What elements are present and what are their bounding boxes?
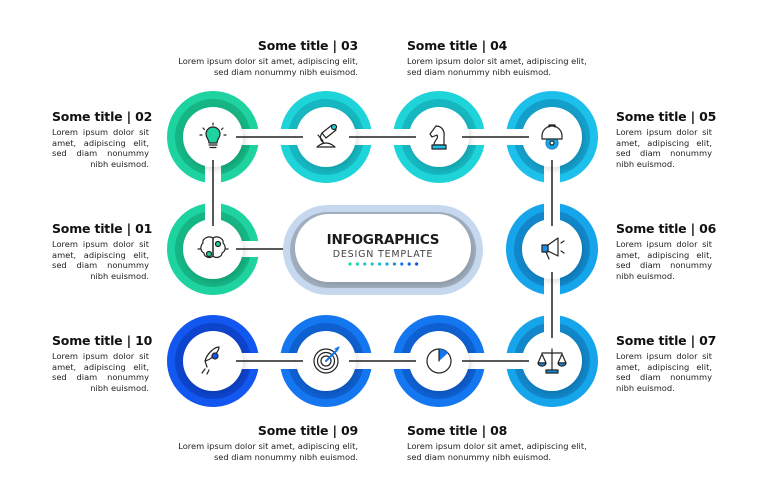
rocket-icon	[201, 346, 220, 375]
step-description: Lorem ipsum dolor sit amet, adipiscing e…	[407, 56, 607, 77]
step-03-text: Some title | 03 Lorem ipsum dolor sit am…	[160, 38, 358, 77]
step-description: Lorem ipsum dolor sit amet, adipiscing e…	[52, 239, 149, 281]
step-description: Lorem ipsum dolor sit amet, adipiscing e…	[52, 351, 149, 393]
step-04-text: Some title | 04 Lorem ipsum dolor sit am…	[407, 38, 607, 77]
step-description: Lorem ipsum dolor sit amet, adipiscing e…	[52, 127, 149, 169]
step-description: Lorem ipsum dolor sit amet, adipiscing e…	[616, 127, 712, 169]
step-06-text: Some title | 06 Lorem ipsum dolor sit am…	[616, 221, 717, 281]
chess-knight-icon	[429, 125, 447, 150]
description-line: sed diam nonummy nibh euismod.	[213, 451, 358, 462]
step-title: Some title | 04	[407, 38, 508, 53]
step-10-circle	[167, 315, 263, 407]
step-02-text: Some title | 02 Lorem ipsum dolor sit am…	[52, 109, 153, 169]
step-title: Some title | 08	[407, 423, 508, 438]
step-description: Lorem ipsum dolor sit amet, adipiscing e…	[160, 441, 358, 462]
step-09-text: Some title | 09 Lorem ipsum dolor sit am…	[160, 423, 358, 462]
description-line: Lorem ipsum dolor sit amet, adipiscing e…	[407, 56, 587, 66]
center-subtitle: DESIGN TEMPLATE	[332, 249, 434, 260]
center-badge	[283, 205, 483, 295]
step-title: Some title | 06	[616, 221, 717, 236]
description-line: Lorem ipsum dolor sit amet, adipiscing e…	[407, 441, 587, 451]
hardhat-gear-icon	[541, 124, 563, 150]
step-07-text: Some title | 07 Lorem ipsum dolor sit am…	[616, 333, 717, 393]
step-title: Some title | 01	[52, 221, 153, 236]
step-description: Lorem ipsum dolor sit amet, adipiscing e…	[407, 441, 607, 462]
step-01-text: Some title | 01 Lorem ipsum dolor sit am…	[52, 221, 153, 281]
center-title: INFOGRAPHICS	[326, 232, 440, 248]
step-07-circle	[502, 311, 598, 407]
megaphone-icon	[541, 237, 565, 260]
lightbulb-icon	[199, 122, 227, 149]
description-line: Lorem ipsum dolor sit amet, adipiscing e…	[178, 441, 358, 451]
scales-icon	[537, 348, 567, 374]
step-05-text: Some title | 05 Lorem ipsum dolor sit am…	[616, 109, 717, 169]
stopwatch-icon	[426, 348, 452, 374]
step-description: Lorem ipsum dolor sit amet, adipiscing e…	[616, 239, 712, 281]
step-title: Some title | 09	[257, 423, 358, 438]
description-line: sed diam nonummy nibh euismod.	[407, 66, 552, 77]
step-10-text: Some title | 10 Lorem ipsum dolor sit am…	[52, 333, 153, 393]
step-title: Some title | 10	[52, 333, 153, 348]
microscope-icon	[316, 123, 338, 148]
connector-lines	[212, 136, 553, 362]
step-description: Lorem ipsum dolor sit amet, adipiscing e…	[616, 351, 712, 393]
brain-icon	[197, 236, 229, 259]
step-title: Some title | 03	[257, 38, 358, 53]
target-icon	[313, 346, 340, 374]
step-title: Some title | 05	[616, 109, 717, 124]
description-line: sed diam nonummy nibh euismod.	[213, 66, 358, 77]
step-description: Lorem ipsum dolor sit amet, adipiscing e…	[160, 56, 358, 77]
description-line: sed diam nonummy nibh euismod.	[407, 451, 552, 462]
description-line: Lorem ipsum dolor sit amet, adipiscing e…	[178, 56, 358, 66]
step-01-circle	[167, 199, 263, 295]
center-title-block: INFOGRAPHICS DESIGN TEMPLATE	[300, 232, 466, 260]
step-04-circle	[389, 91, 489, 183]
center-dots	[348, 262, 419, 266]
step-title: Some title | 07	[616, 333, 717, 348]
step-title: Some title | 02	[52, 109, 153, 124]
step-08-text: Some title | 08 Lorem ipsum dolor sit am…	[407, 423, 607, 462]
